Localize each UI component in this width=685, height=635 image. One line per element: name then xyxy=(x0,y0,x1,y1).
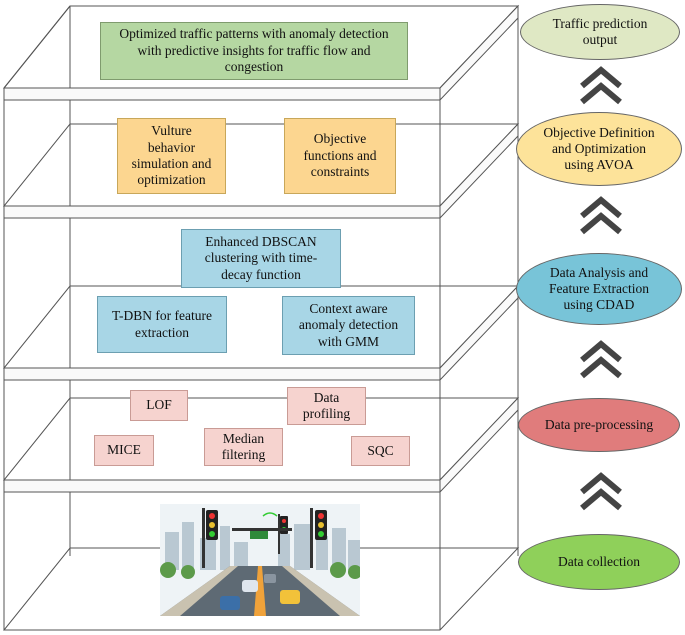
layer-shelf xyxy=(2,396,520,494)
stage-traffic-prediction-output: Traffic prediction output xyxy=(520,4,680,60)
optimized-traffic-patterns-box: Optimized traffic patterns with anomaly … xyxy=(100,22,408,80)
stage-objective-optimization: Objective Definition and Optimization us… xyxy=(516,112,682,186)
chevron-up-icon xyxy=(580,196,622,235)
objective-functions-box: Objective functions and constraints xyxy=(284,118,396,194)
t-dbn-box: T-DBN for feature extraction xyxy=(97,296,227,353)
lof-box: LOF xyxy=(130,390,188,421)
sqc-box: SQC xyxy=(351,436,410,466)
layer-floor xyxy=(2,547,520,631)
layer-shelf xyxy=(2,284,520,382)
vulture-behavior-box: Vulture behavior simulation and optimiza… xyxy=(117,118,226,194)
chevron-up-icon xyxy=(580,472,622,511)
smart-traffic-street-illustration xyxy=(160,504,360,616)
gmm-anomaly-detection-box: Context aware anomaly detection with GMM xyxy=(282,296,415,355)
enhanced-dbscan-box: Enhanced DBSCAN clustering with time- de… xyxy=(181,229,341,288)
chevron-up-icon xyxy=(580,66,622,105)
layer-shelf xyxy=(2,4,520,102)
data-profiling-box: Data profiling xyxy=(287,387,366,425)
stage-data-preprocessing: Data pre-processing xyxy=(518,398,680,452)
stage-data-analysis: Data Analysis and Feature Extraction usi… xyxy=(516,253,682,325)
chevron-up-icon xyxy=(580,340,622,379)
layer-shelf xyxy=(2,122,520,220)
median-filtering-box: Median filtering xyxy=(204,428,283,466)
mice-box: MICE xyxy=(94,435,154,466)
stage-data-collection: Data collection xyxy=(518,534,680,590)
